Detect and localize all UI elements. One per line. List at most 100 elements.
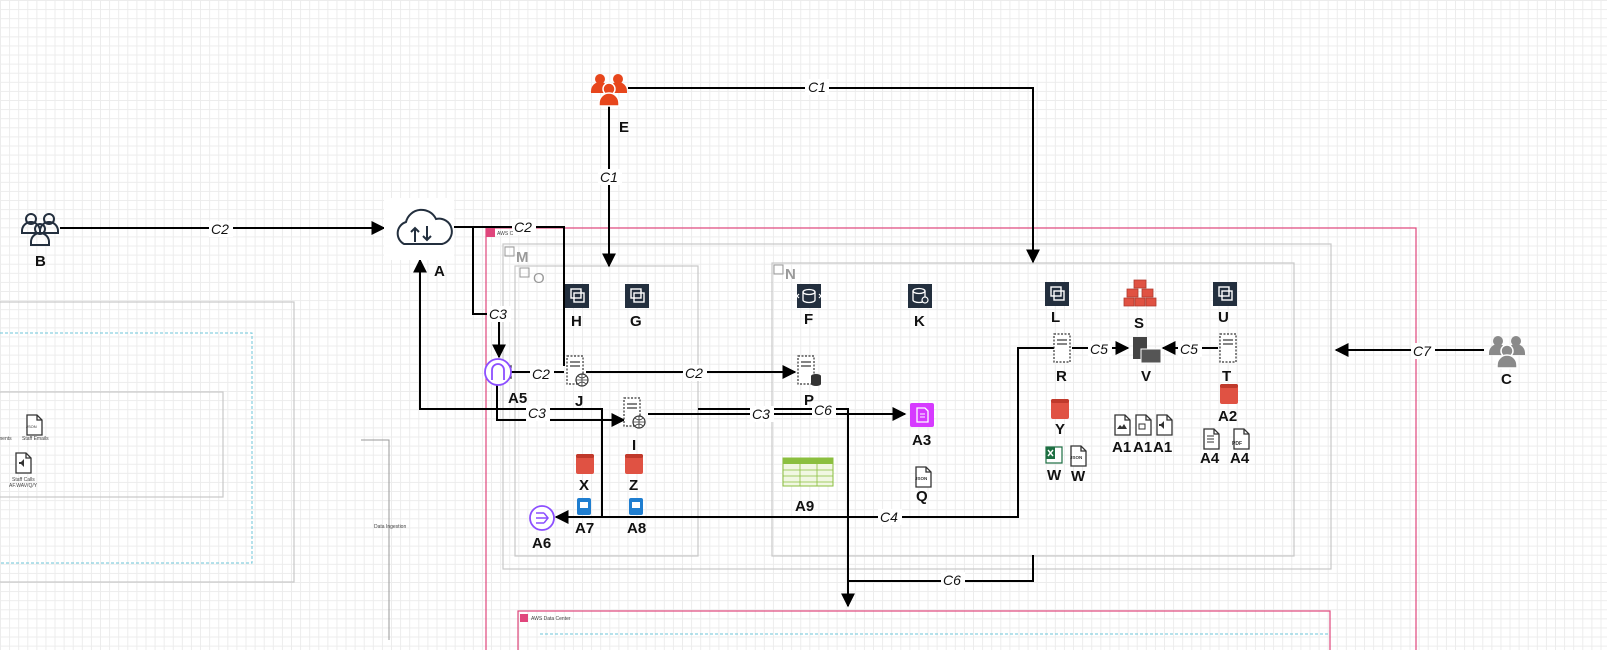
node-label-b: B (35, 253, 46, 270)
compute-icon-u (1212, 281, 1238, 307)
edge-label-c3-i: C3 (528, 405, 546, 421)
svg-text:JSON: JSON (1070, 455, 1082, 460)
node-label-a1-image: A1 (1112, 439, 1131, 456)
storage-bucket-icon-x (576, 454, 594, 474)
node-label-w-excel: W (1047, 467, 1062, 484)
edge-label-c4: C4 (880, 509, 898, 525)
web-server-icon-i (623, 397, 646, 429)
left-inner-group (0, 391, 224, 498)
edge-label-c3-mid: C3 (752, 406, 770, 422)
users-icon-e (591, 74, 627, 107)
node-label-s: S (1134, 315, 1144, 332)
left-dashed-group (0, 332, 253, 564)
vpc-endpoint-icon-a5 (484, 358, 512, 386)
users-icon-b (21, 213, 59, 246)
blue-service-icon-a8 (629, 498, 643, 515)
node-label-a5: A5 (508, 390, 527, 407)
edge-label-c1-vert: C1 (600, 169, 618, 185)
staff-calls-label: Staff Calls (12, 477, 35, 483)
node-label-x: X (579, 477, 589, 494)
edge-label-c6-bot: C6 (943, 572, 961, 588)
edge-label-c5-r: C5 (1090, 341, 1108, 357)
document-db-icon-a3 (910, 403, 934, 427)
edge-label-c6-top: C6 (814, 402, 832, 418)
pdf-file-icon-a4: PDF (1232, 428, 1250, 450)
edge-label-c2-j: C2 (532, 366, 550, 382)
node-label-r: R (1056, 368, 1067, 385)
node-label-e: E (619, 119, 629, 136)
edge-label-c2-jp: C2 (685, 365, 703, 381)
node-label-a7: A7 (575, 520, 594, 537)
edge-label-c2-a: C2 (514, 219, 532, 235)
group-o-badge (519, 267, 530, 278)
node-label-j: J (575, 393, 583, 410)
staff-emails-doc-icon: JSON (26, 414, 43, 436)
node-label-q: Q (916, 488, 928, 505)
server-icon-t (1219, 333, 1237, 363)
video-file-icon-a1 (1135, 414, 1152, 436)
audio-file-icon-a1 (1156, 414, 1173, 436)
node-label-a3: A3 (912, 432, 931, 449)
group-label-m: M (516, 249, 529, 266)
node-label-v: V (1141, 368, 1151, 385)
node-label-a1-audio: A1 (1153, 439, 1172, 456)
node-label-a2: A2 (1218, 408, 1237, 425)
group-n-badge (773, 264, 784, 275)
node-label-l: L (1051, 309, 1060, 326)
database-query-icon-k (908, 284, 932, 308)
compute-icon-g (624, 283, 650, 309)
edge-labels: C1 C1 C2 C2 C2 C2 C3 C3 C3 C6 C4 C6 C5 C… (209, 79, 1435, 588)
aws-cloud-group (485, 227, 1417, 650)
node-label-w-json: W (1071, 468, 1086, 485)
edge-label-c7: C7 (1413, 343, 1432, 359)
storage-bucket-icon-z (625, 454, 643, 474)
node-label-a4-text: A4 (1200, 450, 1220, 467)
data-table-icon-a9 (782, 457, 834, 487)
ments-label: ments (0, 436, 12, 442)
node-label-a8: A8 (627, 520, 646, 537)
node-label-a: A (434, 263, 445, 280)
left-outer-group (0, 301, 295, 583)
group-n (771, 262, 1295, 557)
aws-cloud-badge (486, 228, 495, 237)
node-label-y: Y (1055, 421, 1065, 438)
node-label-k: K (914, 313, 925, 330)
connectors (60, 87, 1484, 608)
node-label-a4-pdf: A4 (1230, 450, 1250, 467)
compute-icon-h (564, 283, 590, 309)
server-stack-icon-v (1133, 337, 1162, 364)
group-label-o: O (533, 270, 545, 287)
excel-file-icon-w (1045, 446, 1063, 464)
database-server-icon-p (797, 355, 821, 386)
users-icon-c (1489, 336, 1525, 369)
node-label-z: Z (629, 477, 638, 494)
node-label-a1-video: A1 (1133, 439, 1152, 456)
aws-cloud-label: AWS C (497, 231, 514, 237)
aws-data-center-group (517, 610, 1331, 650)
staff-calls-audio-icon (15, 452, 32, 474)
nat-gateway-icon-a6 (529, 505, 555, 531)
storage-bucket-icon-y (1051, 399, 1069, 419)
node-label-t: T (1222, 368, 1231, 385)
json-file-icon-w: JSON (1070, 445, 1087, 467)
node-label-i: I (632, 437, 636, 454)
node-label-f: F (804, 311, 813, 328)
data-ingestion-label: Data Ingestion (374, 524, 406, 530)
storage-bucket-icon-a2 (1220, 384, 1238, 404)
compute-icon-l (1044, 281, 1070, 307)
group-m-badge (504, 246, 515, 257)
web-server-icon-j (566, 355, 589, 387)
database-migration-icon-f (796, 284, 822, 308)
staff-calls-sub-label: AF.WAV/Q/Y (9, 483, 38, 489)
group-label-n: N (785, 266, 796, 283)
node-label-a9: A9 (795, 498, 814, 515)
svg-text:JSON: JSON (26, 424, 37, 429)
node-label-a6: A6 (532, 535, 551, 552)
edge-label-c2-b: C2 (211, 221, 229, 237)
aws-data-center-badge (520, 614, 528, 622)
svg-text:PDF: PDF (1232, 441, 1242, 447)
blue-service-icon-a7 (577, 498, 591, 515)
staff-emails-label: Staff Emails (22, 436, 49, 442)
json-file-icon-q: JSON (915, 466, 932, 488)
